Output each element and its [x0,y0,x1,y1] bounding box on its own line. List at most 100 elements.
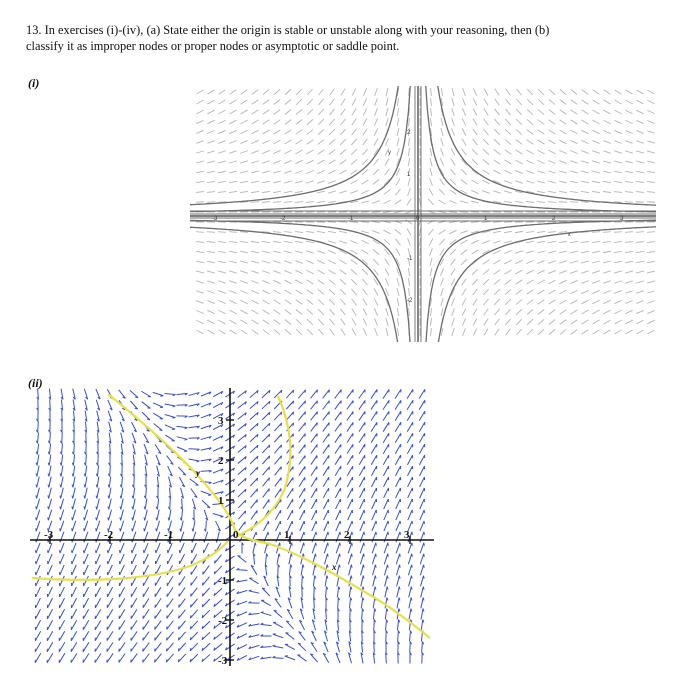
field-arrow [462,328,466,336]
field-arrow [548,279,556,285]
field-arrow [196,300,204,304]
field-arrow-head [35,451,38,455]
field-arrow [118,597,126,609]
field-arrow [348,564,352,576]
field-arrow [461,288,467,296]
field-arrow [109,465,111,477]
field-arrow [207,89,215,95]
field-arrow-head [310,641,314,645]
field-arrow [420,597,424,609]
field-arrow [58,642,66,652]
field-arrow [260,611,272,617]
field-arrow-head [387,564,389,568]
field-arrow [339,190,347,194]
field-arrow-head [361,619,364,623]
field-arrow [371,220,381,224]
field-arrow [261,180,271,184]
field-arrow [614,300,622,304]
field-arrow [237,412,247,420]
field-arrow [72,465,76,477]
field-arrow-head [143,517,146,521]
field-arrow [428,238,434,246]
field-arrow [251,299,259,305]
field-arrow [218,309,226,315]
field-arrow [71,575,77,587]
field-arrow [493,159,501,165]
field-arrow [350,259,358,265]
field-arrow [94,620,102,630]
field-arrow [189,631,199,641]
field-arrow [328,149,336,155]
field-arrow [338,230,348,234]
field-arrow [288,564,292,576]
field-arrow [301,575,303,587]
field-arrow [190,488,198,498]
field-arrow [298,433,306,443]
field-arrow [189,653,199,663]
field-arrow [118,609,126,619]
field-arrow [35,553,41,565]
field-arrow [261,190,271,194]
field-arrow [515,159,523,165]
field-arrow [382,211,392,213]
field-arrow [451,128,455,136]
field-arrow [383,229,391,235]
field-arrow [35,498,41,510]
field-arrow-head [178,626,180,630]
field-arrow [461,318,467,326]
field-arrow [178,587,186,597]
field-arrow [60,388,64,400]
field-arrow-head [172,394,176,397]
field-arrow-head [48,407,51,411]
field-arrow [407,476,413,488]
field-arrow [322,411,330,421]
field-arrow [492,200,502,204]
field-arrow [177,466,187,476]
field-arrow [229,309,237,315]
field-arrow [295,309,303,315]
field-arrow [358,422,366,432]
field-arrow [515,149,523,155]
field-arrow [351,118,357,126]
field-arrow-head [119,517,122,521]
field-arrow [298,444,306,454]
field-arrow [306,250,314,254]
field-arrow-head [71,495,74,499]
field-arrow [317,250,325,254]
field-arrow [84,399,88,411]
field-arrow [207,290,215,294]
field-arrow-head [423,553,425,557]
field-arrow [36,454,40,466]
field-arrow-head [35,506,37,510]
field-arrow [395,498,401,510]
field-arrow [482,240,490,244]
field-arrow [285,400,295,410]
field-arrow [372,258,380,266]
field-arrow [310,477,318,487]
field-arrow [340,298,346,306]
field-arrow [548,119,556,125]
field-arrow [71,553,77,565]
field-arrow [559,129,567,135]
field-arrow [428,228,434,236]
field-arrow [286,609,294,619]
field-arrow [142,653,150,663]
x-tick-label: -2 [104,529,114,541]
field-arrow [284,139,292,145]
field-arrow [240,150,248,154]
field-arrow-head [349,619,352,623]
field-arrow [429,277,433,287]
field-arrow-head [36,396,39,400]
field-arrow-head [217,528,221,532]
field-arrow [570,280,578,284]
field-arrow [591,180,601,184]
field-arrow-head [72,396,76,400]
field-arrow-head [181,484,185,488]
field-arrow-head [143,495,147,499]
field-arrow [323,509,329,521]
field-arrow [383,509,389,521]
field-arrow-head [194,495,198,498]
field-arrow [419,553,425,565]
field-arrow [482,259,490,265]
field-arrow-head [208,402,212,406]
